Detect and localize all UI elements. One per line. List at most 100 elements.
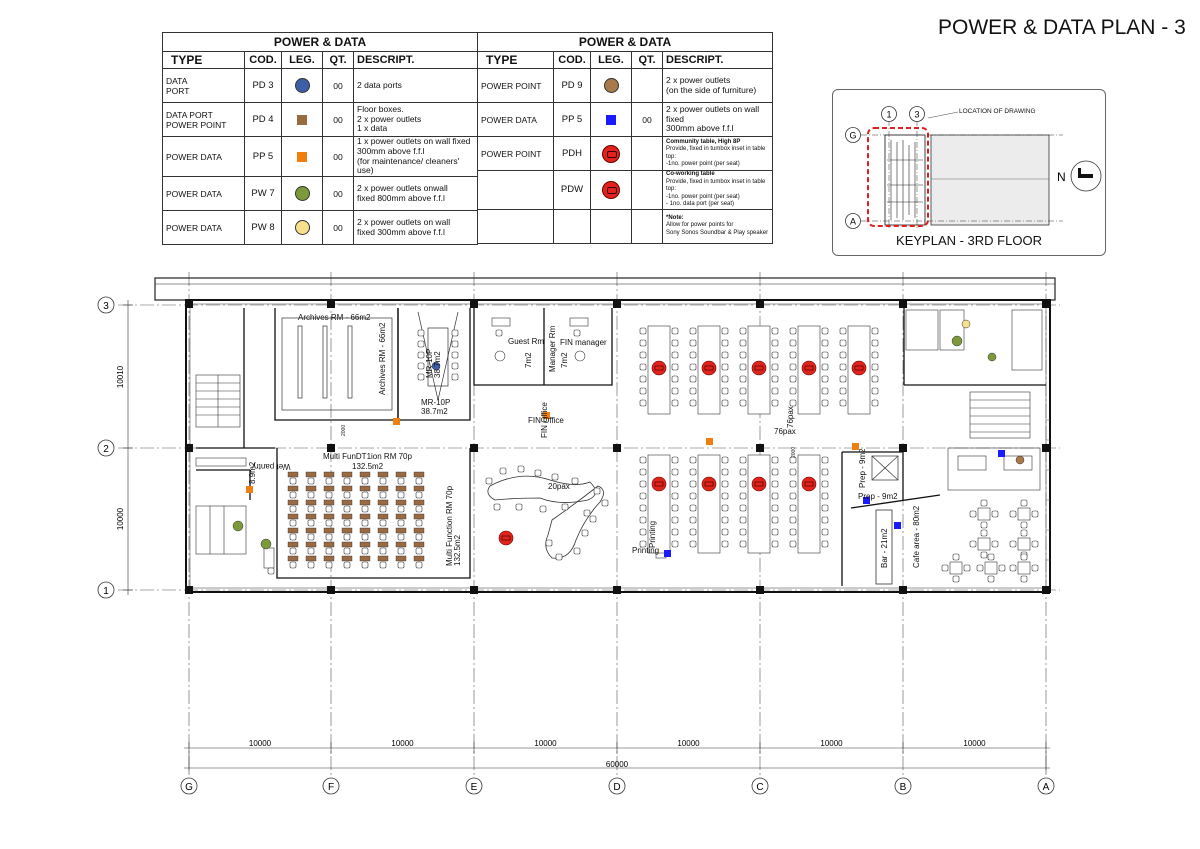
chair: [969, 540, 977, 548]
label-printing-vertical: Printing: [648, 520, 657, 548]
chair: [721, 504, 729, 512]
chair: [671, 492, 679, 500]
legend-symbol-circle-icon: [294, 186, 310, 202]
chair: [771, 351, 779, 359]
keyplan-floor-detail: [887, 140, 923, 220]
chair: [343, 533, 351, 541]
roof-band: [154, 277, 1056, 301]
chair: [639, 540, 647, 548]
seminar-desk: [287, 555, 299, 562]
chair: [1009, 540, 1017, 548]
outlet-square-icon: [852, 443, 859, 450]
chair: [871, 351, 879, 359]
seminar-desk: [323, 541, 335, 548]
north-arrow-needle: [1079, 174, 1093, 178]
chair: [987, 575, 995, 583]
seminar-desk: [287, 527, 299, 534]
desk: [491, 317, 511, 327]
chair: [1031, 564, 1039, 572]
desk: [263, 547, 275, 569]
seminar-desk: [377, 499, 389, 506]
chair: [871, 339, 879, 347]
coworking-table-power-icon-inner: [704, 481, 714, 487]
seminar-desk: [305, 555, 317, 562]
chair: [361, 477, 369, 485]
desk: [797, 454, 821, 554]
chair: [639, 528, 647, 536]
seminar-desk: [341, 499, 353, 506]
seminar-desk: [323, 499, 335, 506]
chair: [739, 540, 747, 548]
seminar-desk: [323, 485, 335, 492]
chair: [821, 504, 829, 512]
chair: [639, 468, 647, 476]
chair: [545, 539, 553, 547]
chair: [325, 519, 333, 527]
chair: [821, 375, 829, 383]
chair: [789, 540, 797, 548]
desk: [1017, 507, 1031, 521]
chair: [397, 477, 405, 485]
chair: [325, 505, 333, 513]
chair: [839, 375, 847, 383]
chair: [361, 561, 369, 569]
outlet-square-icon: [393, 418, 400, 425]
legend-description-text: Provide, fixed in tumbox inset in table …: [666, 178, 766, 208]
legend-symbol-square-icon: [606, 114, 616, 125]
chair: [495, 329, 503, 337]
legend-symbol: [281, 210, 323, 246]
chair: [289, 547, 297, 555]
room-label-multi-function: Multi FunDT1ion RM 70p: [323, 452, 412, 461]
room-label-archives-vertical: Archives RM - 66m2: [378, 322, 387, 395]
chair: [417, 329, 425, 337]
coworking-table-power-icon: [751, 360, 767, 376]
chair: [821, 387, 829, 395]
legend-symbol-circle-icon: [294, 220, 310, 236]
outlet-square-icon: [706, 438, 713, 445]
chair: [771, 516, 779, 524]
seminar-desk: [377, 541, 389, 548]
legend-symbol: [281, 102, 323, 137]
legend-description-text: Allow for power points for Sony Sonos So…: [666, 222, 769, 236]
chair: [721, 492, 729, 500]
chair: [671, 327, 679, 335]
legend-qty: 00: [322, 135, 354, 178]
chair: [771, 339, 779, 347]
chair: [821, 468, 829, 476]
meeting-room-table: [417, 311, 459, 401]
legend-code: PDH: [553, 136, 591, 171]
legend-description-text: Provide, fixed in tumbox inset in table …: [666, 146, 766, 167]
chair: [721, 480, 729, 488]
legend-header-desc: DESCRIPT.: [662, 51, 773, 69]
coworking-table-power-icon: [651, 476, 667, 492]
chair: [739, 504, 747, 512]
label-20pax: 20pax: [548, 482, 570, 491]
community-tables-organic: [487, 475, 604, 559]
chair: [952, 575, 960, 583]
legend-qty: 00: [631, 102, 663, 137]
seminar-desk: [359, 471, 371, 478]
legend-description-text: 2 x power outlets on wall fixed 300mm ab…: [357, 216, 451, 237]
room-label-mr-area: 38.7m2: [421, 407, 448, 416]
archives-shelving: [281, 317, 393, 411]
seminar-desk: [341, 527, 353, 534]
seminar-desk: [413, 513, 425, 520]
seminar-desk: [287, 485, 299, 492]
chair: [789, 375, 797, 383]
chair: [689, 516, 697, 524]
chair: [998, 564, 1006, 572]
chair: [289, 505, 297, 513]
chair: [639, 399, 647, 407]
legend-description: 2 x power outlets (on the side of furnit…: [662, 68, 773, 103]
chair: [689, 468, 697, 476]
chair: [689, 492, 697, 500]
chair: [451, 351, 459, 359]
desk: [569, 317, 589, 327]
elevator: [871, 455, 899, 481]
room-label-guest: Guest Rm: [508, 337, 545, 346]
chair: [671, 504, 679, 512]
chair: [771, 327, 779, 335]
chair: [397, 519, 405, 527]
row-grid-label: 2: [103, 444, 109, 455]
